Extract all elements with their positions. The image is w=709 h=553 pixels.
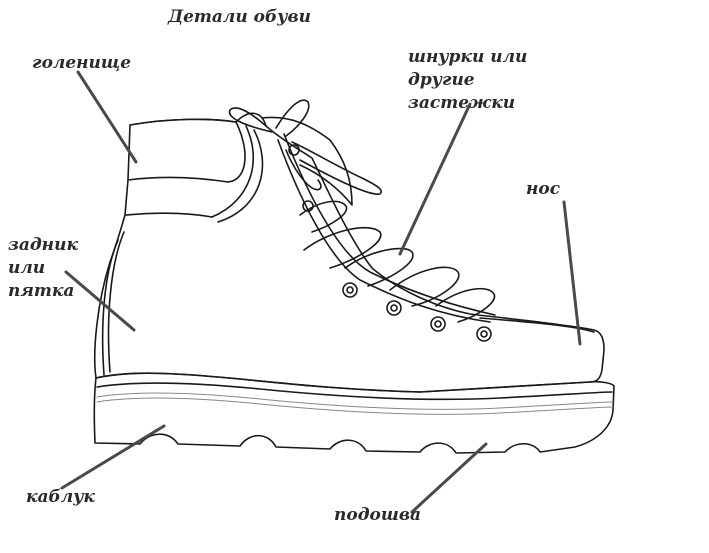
heel-counter-seam — [101, 239, 119, 376]
pointer-laces — [398, 102, 472, 256]
pointer-heel-counter — [64, 270, 136, 332]
sole-stitch-line-2 — [96, 397, 614, 415]
lace-cross-1 — [299, 200, 348, 233]
sole-stitch-line — [96, 392, 614, 410]
lace-cross-5 — [435, 287, 496, 323]
label-heel-counter-line-1: задник — [8, 235, 78, 255]
collar-seam-2 — [211, 125, 254, 218]
boot-collar-top — [129, 118, 237, 126]
label-heel-counter: задник или пятка — [8, 234, 78, 303]
pointer-sole — [410, 442, 488, 514]
eyelet — [390, 304, 398, 312]
label-laces: шнурки или другие застежки — [408, 46, 527, 115]
label-sole: подошва — [334, 505, 422, 525]
lace-cross-2 — [303, 226, 382, 269]
collar-seam — [227, 121, 246, 183]
label-laces-line-1: шнурки или — [408, 47, 528, 67]
lace-tail — [291, 141, 382, 195]
lace-panel-edge-2 — [283, 133, 496, 316]
lace-tail-2 — [285, 149, 322, 191]
lace-bow-right — [275, 99, 310, 137]
toe-seam — [479, 317, 595, 333]
boot-collar-band — [127, 176, 229, 183]
boot-collar-band-2 — [125, 212, 213, 218]
eyelet — [386, 300, 402, 316]
lace-cross-3 — [344, 247, 414, 287]
sole-welt-line — [96, 382, 613, 401]
boot-tongue — [261, 116, 353, 206]
label-heel-counter-line-2: или — [8, 258, 46, 278]
heel-counter-seam-2 — [107, 231, 125, 373]
lace-panel-edge — [277, 139, 491, 323]
label-heel-counter-line-3: пятка — [8, 281, 75, 301]
lace-bow-left — [228, 107, 273, 133]
eyelet — [476, 326, 492, 342]
eyelet — [480, 330, 488, 338]
eyelet — [302, 200, 314, 212]
eyelet — [288, 144, 300, 156]
pointer-shaft — [76, 70, 138, 164]
label-laces-line-2: другие — [408, 70, 475, 90]
label-heel: каблук — [26, 487, 95, 507]
lace-cross-4 — [389, 266, 460, 307]
boot-upper — [93, 112, 605, 393]
pointer-heel — [60, 424, 166, 490]
eyelet — [434, 320, 442, 328]
eyelet — [342, 282, 358, 298]
pointer-toe — [562, 200, 582, 346]
label-toe: нос — [526, 179, 561, 199]
collar-seam-3 — [217, 129, 264, 223]
label-shaft: голенище — [32, 53, 132, 73]
label-laces-line-3: застежки — [408, 93, 516, 113]
diagram-title: Детали обуви — [168, 7, 311, 27]
eyelet — [430, 316, 446, 332]
eyelet — [346, 286, 354, 294]
